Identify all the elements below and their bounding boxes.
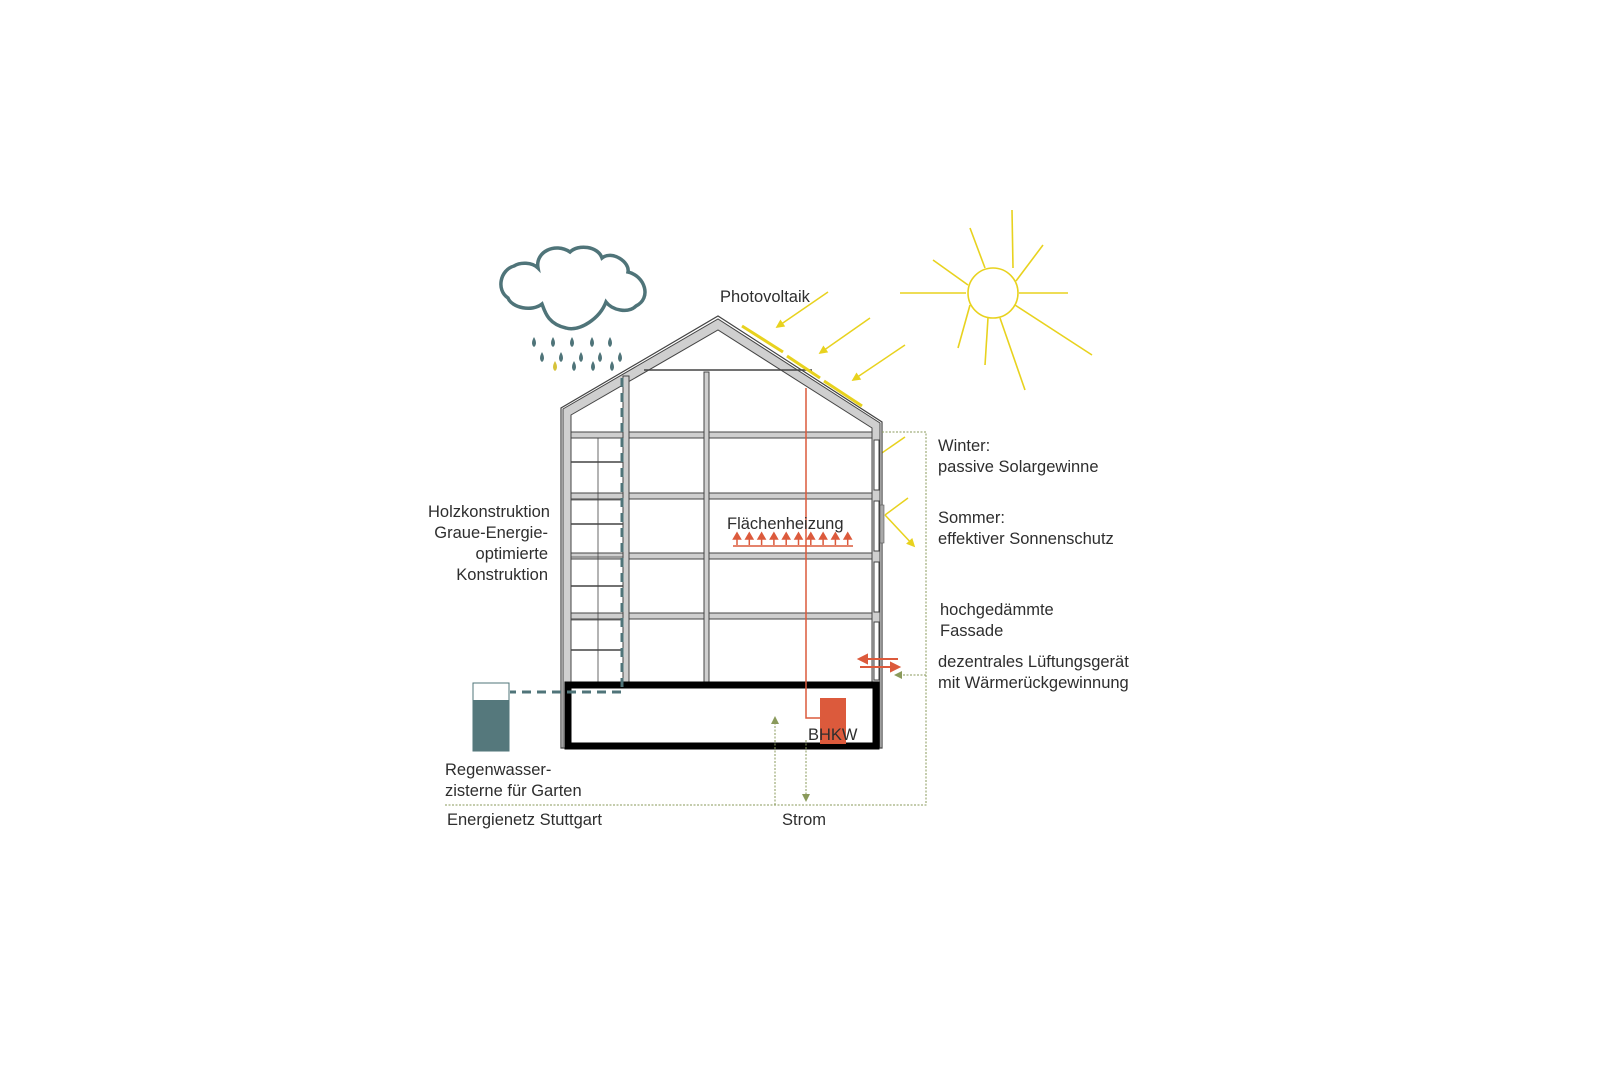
label-energienetz: Energienetz Stuttgart: [447, 811, 602, 829]
floor-slab: [570, 431, 873, 439]
label-sommer-desc: effektiver Sonnenschutz: [938, 530, 1114, 548]
rain-drop: [553, 361, 557, 371]
sun-ray: [1014, 304, 1093, 356]
rain-drop: [570, 337, 574, 347]
sun-icon: [900, 209, 1093, 391]
sun-ray-arrow: [884, 497, 909, 516]
heating-pipe: [805, 388, 822, 719]
photovoltaic-panels: [741, 324, 863, 408]
inner-wall-middle: [703, 371, 710, 683]
heat-arrowhead: [842, 531, 853, 540]
heat-arrowhead: [793, 531, 804, 540]
floor-slabs: [570, 431, 873, 620]
heat-arrowhead: [732, 531, 742, 540]
heat-arrowhead: [769, 531, 779, 540]
label-zisterne-1: Regenwasser-: [445, 761, 551, 779]
sun-ray-arrow: [776, 291, 829, 328]
rain-drop: [590, 337, 594, 347]
window: [873, 439, 880, 491]
label-holz-4: Konstruktion: [456, 566, 548, 584]
energy-grid-lines: [445, 431, 927, 806]
sun-ray-arrow: [819, 317, 871, 354]
heat-arrowhead: [830, 531, 841, 540]
rain-drop: [610, 361, 614, 371]
label-lueftung: dezentrales Lüftungsgerät: [938, 653, 1129, 671]
heat-arrowhead: [818, 531, 828, 540]
label-flaechenheizung: Flächenheizung: [727, 515, 844, 533]
label-lueftung-2: mit Wärmerückgewinnung: [938, 674, 1129, 692]
sun-ray: [969, 227, 986, 269]
sun-ray: [1011, 209, 1014, 269]
label-zisterne-2: zisterne für Garten: [445, 782, 582, 800]
label-holz-1: Holzkonstruktion: [428, 503, 550, 521]
window: [873, 500, 880, 552]
rain-drop: [598, 352, 602, 362]
rain-drop: [579, 352, 583, 362]
floor-slab: [570, 552, 873, 560]
sun-ray: [932, 259, 969, 286]
label-strom: Strom: [782, 811, 826, 829]
rain-drops: [532, 337, 622, 371]
facade-windows: [873, 439, 880, 681]
stair-grid: [571, 437, 623, 682]
floor-heating-arrows: [732, 531, 853, 547]
sun-ray: [999, 317, 1026, 391]
inner-wall-left: [622, 375, 630, 683]
label-winter: Winter:: [938, 437, 990, 455]
floor-slab: [570, 612, 873, 620]
label-holz-2: Graue-Energie-: [434, 524, 548, 542]
sun-ray: [1015, 244, 1044, 282]
label-fassade: hochgedämmte: [940, 601, 1054, 619]
arrowhead: [906, 537, 916, 548]
rain-drop: [551, 337, 555, 347]
rain-drop: [618, 352, 622, 362]
label-fassade-2: Fassade: [940, 622, 1003, 640]
sun-ray-arrow: [884, 514, 915, 547]
rain-drop: [559, 352, 563, 362]
cistern-water: [473, 700, 509, 751]
sun-ray: [957, 304, 971, 349]
rain-drop: [532, 337, 536, 347]
rain-drop: [608, 337, 612, 347]
window: [873, 621, 880, 681]
rain-drop: [540, 352, 544, 362]
sun-shade: [879, 504, 885, 544]
heat-arrowhead: [756, 531, 767, 540]
label-sommer: Sommer:: [938, 509, 1005, 527]
arrowhead: [775, 319, 786, 328]
heat-arrowhead: [805, 531, 816, 540]
bhkw-unit: [820, 698, 846, 744]
sun-ray: [984, 317, 989, 366]
rain-drop: [591, 361, 595, 371]
label-photovoltaik: Photovoltaik: [720, 288, 811, 306]
floor-slab: [570, 492, 873, 500]
window: [873, 561, 880, 613]
label-winter-desc: passive Solargewinne: [938, 458, 1099, 476]
label-holz-3: optimierte: [476, 545, 548, 563]
label-bhkw: BHKW: [808, 726, 858, 744]
grid-arrowheads: [771, 671, 902, 802]
cloud-icon: [499, 245, 647, 331]
heat-arrowhead: [744, 531, 755, 540]
heat-arrowhead: [781, 531, 792, 540]
arrowhead: [818, 345, 829, 354]
arrowhead: [851, 372, 862, 381]
ventilation-arrows-icon: [856, 653, 902, 673]
sun-ray-arrow: [852, 344, 906, 381]
rain-drop: [572, 361, 576, 371]
